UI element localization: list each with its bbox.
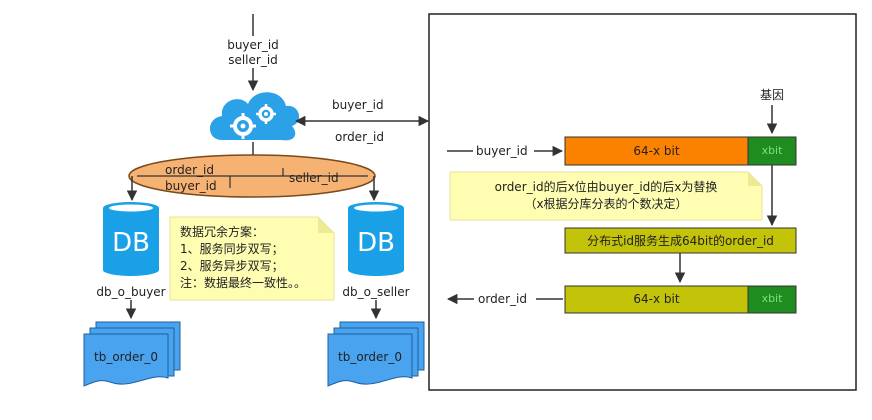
right-panel-border (428, 13, 857, 391)
bar1-tail-segment (747, 136, 797, 166)
bar1-input-label: buyer_id (476, 144, 528, 158)
bar1-main-segment (564, 136, 749, 166)
bar2-tail-text: xbit (761, 292, 783, 305)
db-right-icon (348, 202, 404, 276)
table-right-name: tb_order_0 (338, 350, 402, 364)
mid-label-order-id: order_id (335, 130, 384, 144)
cloud-service-icon (210, 92, 300, 141)
ellipse-label-order-id: order_id (165, 163, 214, 177)
db-left-icon (103, 202, 159, 276)
db-left-text: DB (112, 228, 150, 258)
mid-label-buyer-id: buyer_id (332, 98, 384, 112)
ellipse-label-seller-id: seller_id (289, 171, 339, 185)
note-left-line4: 注：数据最终一致性。。 (180, 276, 307, 290)
bar1-tail-text: xbit (761, 144, 783, 157)
db-right-name: db_o_seller (342, 285, 410, 299)
note-left-sticky (169, 216, 335, 301)
table-stack-left-icon (83, 321, 181, 387)
ellipse-label-buyer-id: buyer_id (165, 179, 217, 193)
note-left-line3: 2、服务异步双写； (180, 259, 284, 273)
output-label: order_id (478, 292, 527, 306)
input-label-seller-id: seller_id (228, 53, 278, 67)
table-left-name: tb_order_0 (94, 350, 158, 364)
gene-label: 基因 (759, 88, 784, 102)
note-right-line2: （x根据分库分表的个数决定） (524, 197, 688, 211)
note-left-line2: 1、服务同步双写； (180, 242, 284, 256)
bar2-tail-segment (747, 285, 797, 314)
note-right-line1: order_id的后x位由buyer_id的后x为替换 (494, 180, 718, 194)
db-left-name: db_o_buyer (96, 285, 166, 299)
service-box (564, 227, 797, 254)
table-stack-right-icon (327, 321, 425, 387)
note-right-sticky (449, 171, 763, 221)
bar2-main-segment (564, 285, 749, 314)
service-text: 分布式id服务生成64bit的order_id (587, 234, 774, 248)
note-left-line1: 数据冗余方案： (180, 225, 265, 239)
db-right-text: DB (357, 228, 395, 258)
bar1-main-text: 64-x bit (633, 144, 680, 158)
bar2-main-text: 64-x bit (633, 292, 680, 306)
input-label-buyer-id: buyer_id (227, 38, 279, 52)
